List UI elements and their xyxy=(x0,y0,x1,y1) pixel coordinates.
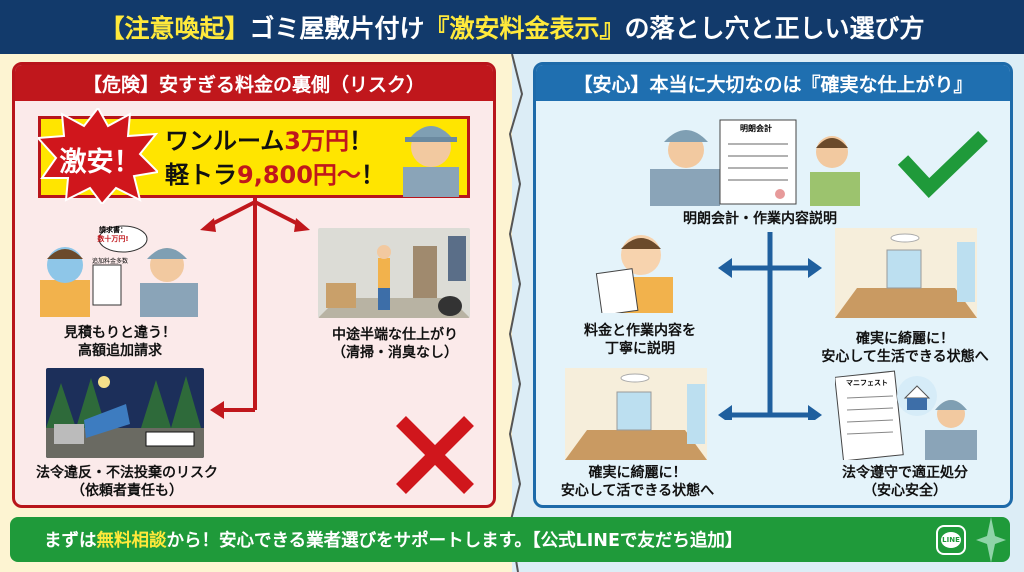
zigzag-divider xyxy=(508,54,524,572)
t: 丁寧に説明 xyxy=(605,341,675,357)
red-branch-arrows xyxy=(200,198,310,419)
danger-panel-title: 【危険】安すぎる料金の裏側（リスク） xyxy=(15,65,493,101)
t: 安心して生活できる状態へ xyxy=(821,349,989,365)
extra-fee-note: 追加料金多数 xyxy=(92,258,129,265)
price-line-1: ワンルーム3万円！ xyxy=(165,124,385,158)
title-highlight: 『激安料金表示』 xyxy=(424,14,625,43)
line-icon[interactable]: LINE xyxy=(936,525,966,555)
t: から！安心できる業者選びをサポートします。【公式LINEで友だち追加】 xyxy=(166,531,743,551)
t: （依頼者責任も） xyxy=(71,483,183,499)
cross-icon xyxy=(396,416,474,494)
safe-panel-title: 【安心】本当に大切なのは『確実な仕上がり』 xyxy=(536,65,1010,101)
invoice-bubble: 請求書：数十万円! xyxy=(78,226,148,244)
clear-pricing-illustration xyxy=(650,119,860,206)
sly-worker-illustration xyxy=(403,126,459,197)
risk-caption-2: 中途半端な仕上がり （清掃・消臭なし） xyxy=(305,326,485,362)
t: 請求書： xyxy=(99,226,127,234)
safe-caption-2: 料金と作業内容を丁寧に説明 xyxy=(560,322,720,358)
t: 法令違反・不法投棄のリスク xyxy=(36,465,218,481)
risk-caption-1: 見積もりと違う！ 高額追加請求 xyxy=(30,324,210,360)
t: 確実に綺麗に！ xyxy=(588,465,687,481)
risk-caption-3: 法令違反・不法投棄のリスク （依頼者責任も） xyxy=(22,464,232,500)
t: まずは xyxy=(44,531,97,551)
price-lines: ワンルーム3万円！ 軽トラ9,800円〜！ xyxy=(165,124,385,192)
price: 9,800円〜 xyxy=(237,161,361,189)
safe-caption-5: 法令遵守で適正処分 （安心安全） xyxy=(810,464,1000,500)
free-consult-highlight: 無料相談 xyxy=(96,531,167,551)
safe-caption-4: 確実に綺麗に！ 安心して活できる状態へ xyxy=(540,464,735,500)
t: 軽トラ xyxy=(165,161,237,189)
t: （安心安全） xyxy=(863,483,947,499)
t: ！ xyxy=(360,161,385,189)
price: 3万円 xyxy=(284,127,349,155)
starburst-icon xyxy=(38,108,158,204)
page-title: 【注意喚起】 ゴミ屋敷片付け 『激安料金表示』 の落とし穴と正しい選び方 xyxy=(0,0,1024,54)
manifest-illustration xyxy=(835,370,977,460)
check-icon xyxy=(897,130,988,198)
blue-branch-arrows xyxy=(718,232,822,420)
explaining-customer-illustration xyxy=(595,235,673,313)
manifest-label: マニフェスト xyxy=(846,379,888,387)
line-label: LINE xyxy=(941,532,961,548)
messy-room-illustration xyxy=(318,228,470,318)
title-prefix: 【注意喚起】 xyxy=(99,14,250,43)
title-mid: ゴミ屋敷片付け xyxy=(249,14,425,43)
t: 法令遵守で適正処分 xyxy=(842,465,968,481)
safe-caption-3: 確実に綺麗に！ 安心して生活できる状態へ xyxy=(805,330,1005,366)
t: （清掃・消臭なし） xyxy=(332,345,458,361)
price-line-2: 軽トラ9,800円〜！ xyxy=(165,158,385,192)
t: 高額追加請求 xyxy=(78,343,162,359)
cheap-badge: 激安！ xyxy=(59,147,141,178)
extra-charge-illustration xyxy=(40,225,198,317)
illegal-dumping-illustration xyxy=(46,368,204,458)
title-suffix: の落とし穴と正しい選び方 xyxy=(624,14,925,43)
t: 料金と作業内容を xyxy=(584,323,696,339)
t: 見積もりと違う！ xyxy=(64,325,176,341)
t: 数十万円! xyxy=(97,235,129,243)
t: 安心して活できる状態へ xyxy=(560,483,715,499)
line-cta-banner[interactable]: まずは無料相談から！安心できる業者選びをサポートします。【公式LINEで友だち追… xyxy=(10,517,1010,562)
safe-caption-1: 明朗会計・作業内容説明 xyxy=(683,211,837,227)
t: 中途半端な仕上がり xyxy=(332,327,458,343)
clean-room-illustration xyxy=(835,228,977,318)
clean-room-illustration-2 xyxy=(565,368,707,460)
t: ！ xyxy=(348,127,373,155)
t: ワンルーム xyxy=(165,127,285,155)
sparkle-icon xyxy=(976,517,1006,563)
t: 確実に綺麗に！ xyxy=(856,331,954,347)
clear-pricing-doc-label: 明朗会計 xyxy=(740,124,772,133)
